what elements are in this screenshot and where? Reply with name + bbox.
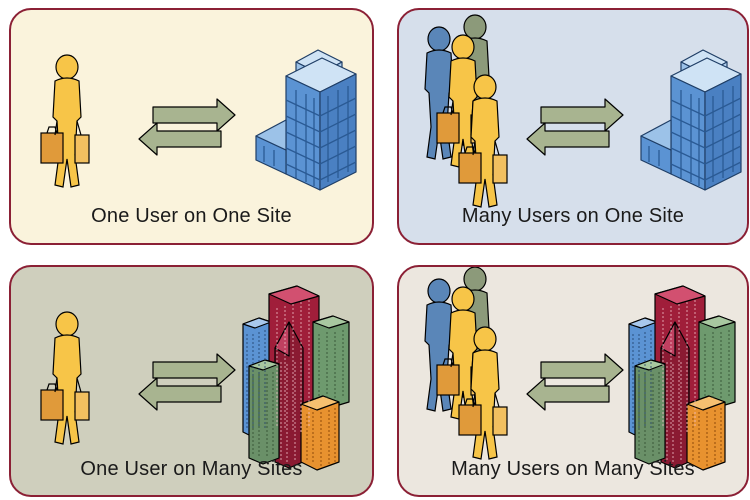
panel-caption: One User on Many Sites [80,458,303,480]
panel-caption: Many Users on Many Sites [451,458,695,480]
panel-caption: One User on One Site [91,205,292,227]
single-building-icon [255,49,357,191]
user-icon [41,312,89,444]
bidirectional-arrow-icon [526,353,624,411]
panel-one-user-one-site: One User on One Site [9,8,374,245]
user-group-icon [425,15,507,207]
panel-many-users-one-site: Many Users on One Site [397,8,749,245]
bidirectional-arrow-icon [526,98,624,156]
bidirectional-arrow-icon [138,98,236,156]
building-cluster-icon [628,285,736,471]
bidirectional-arrow-icon [138,353,236,411]
panel-many-users-many-sites: Many Users on Many Sites [397,265,749,497]
panel-one-user-many-sites: One User on Many Sites [9,265,374,497]
single-building-icon [640,49,742,191]
building-cluster-icon [242,285,350,471]
user-icon [41,55,89,187]
user-group-icon [425,267,507,459]
panel-caption: Many Users on One Site [461,205,685,227]
